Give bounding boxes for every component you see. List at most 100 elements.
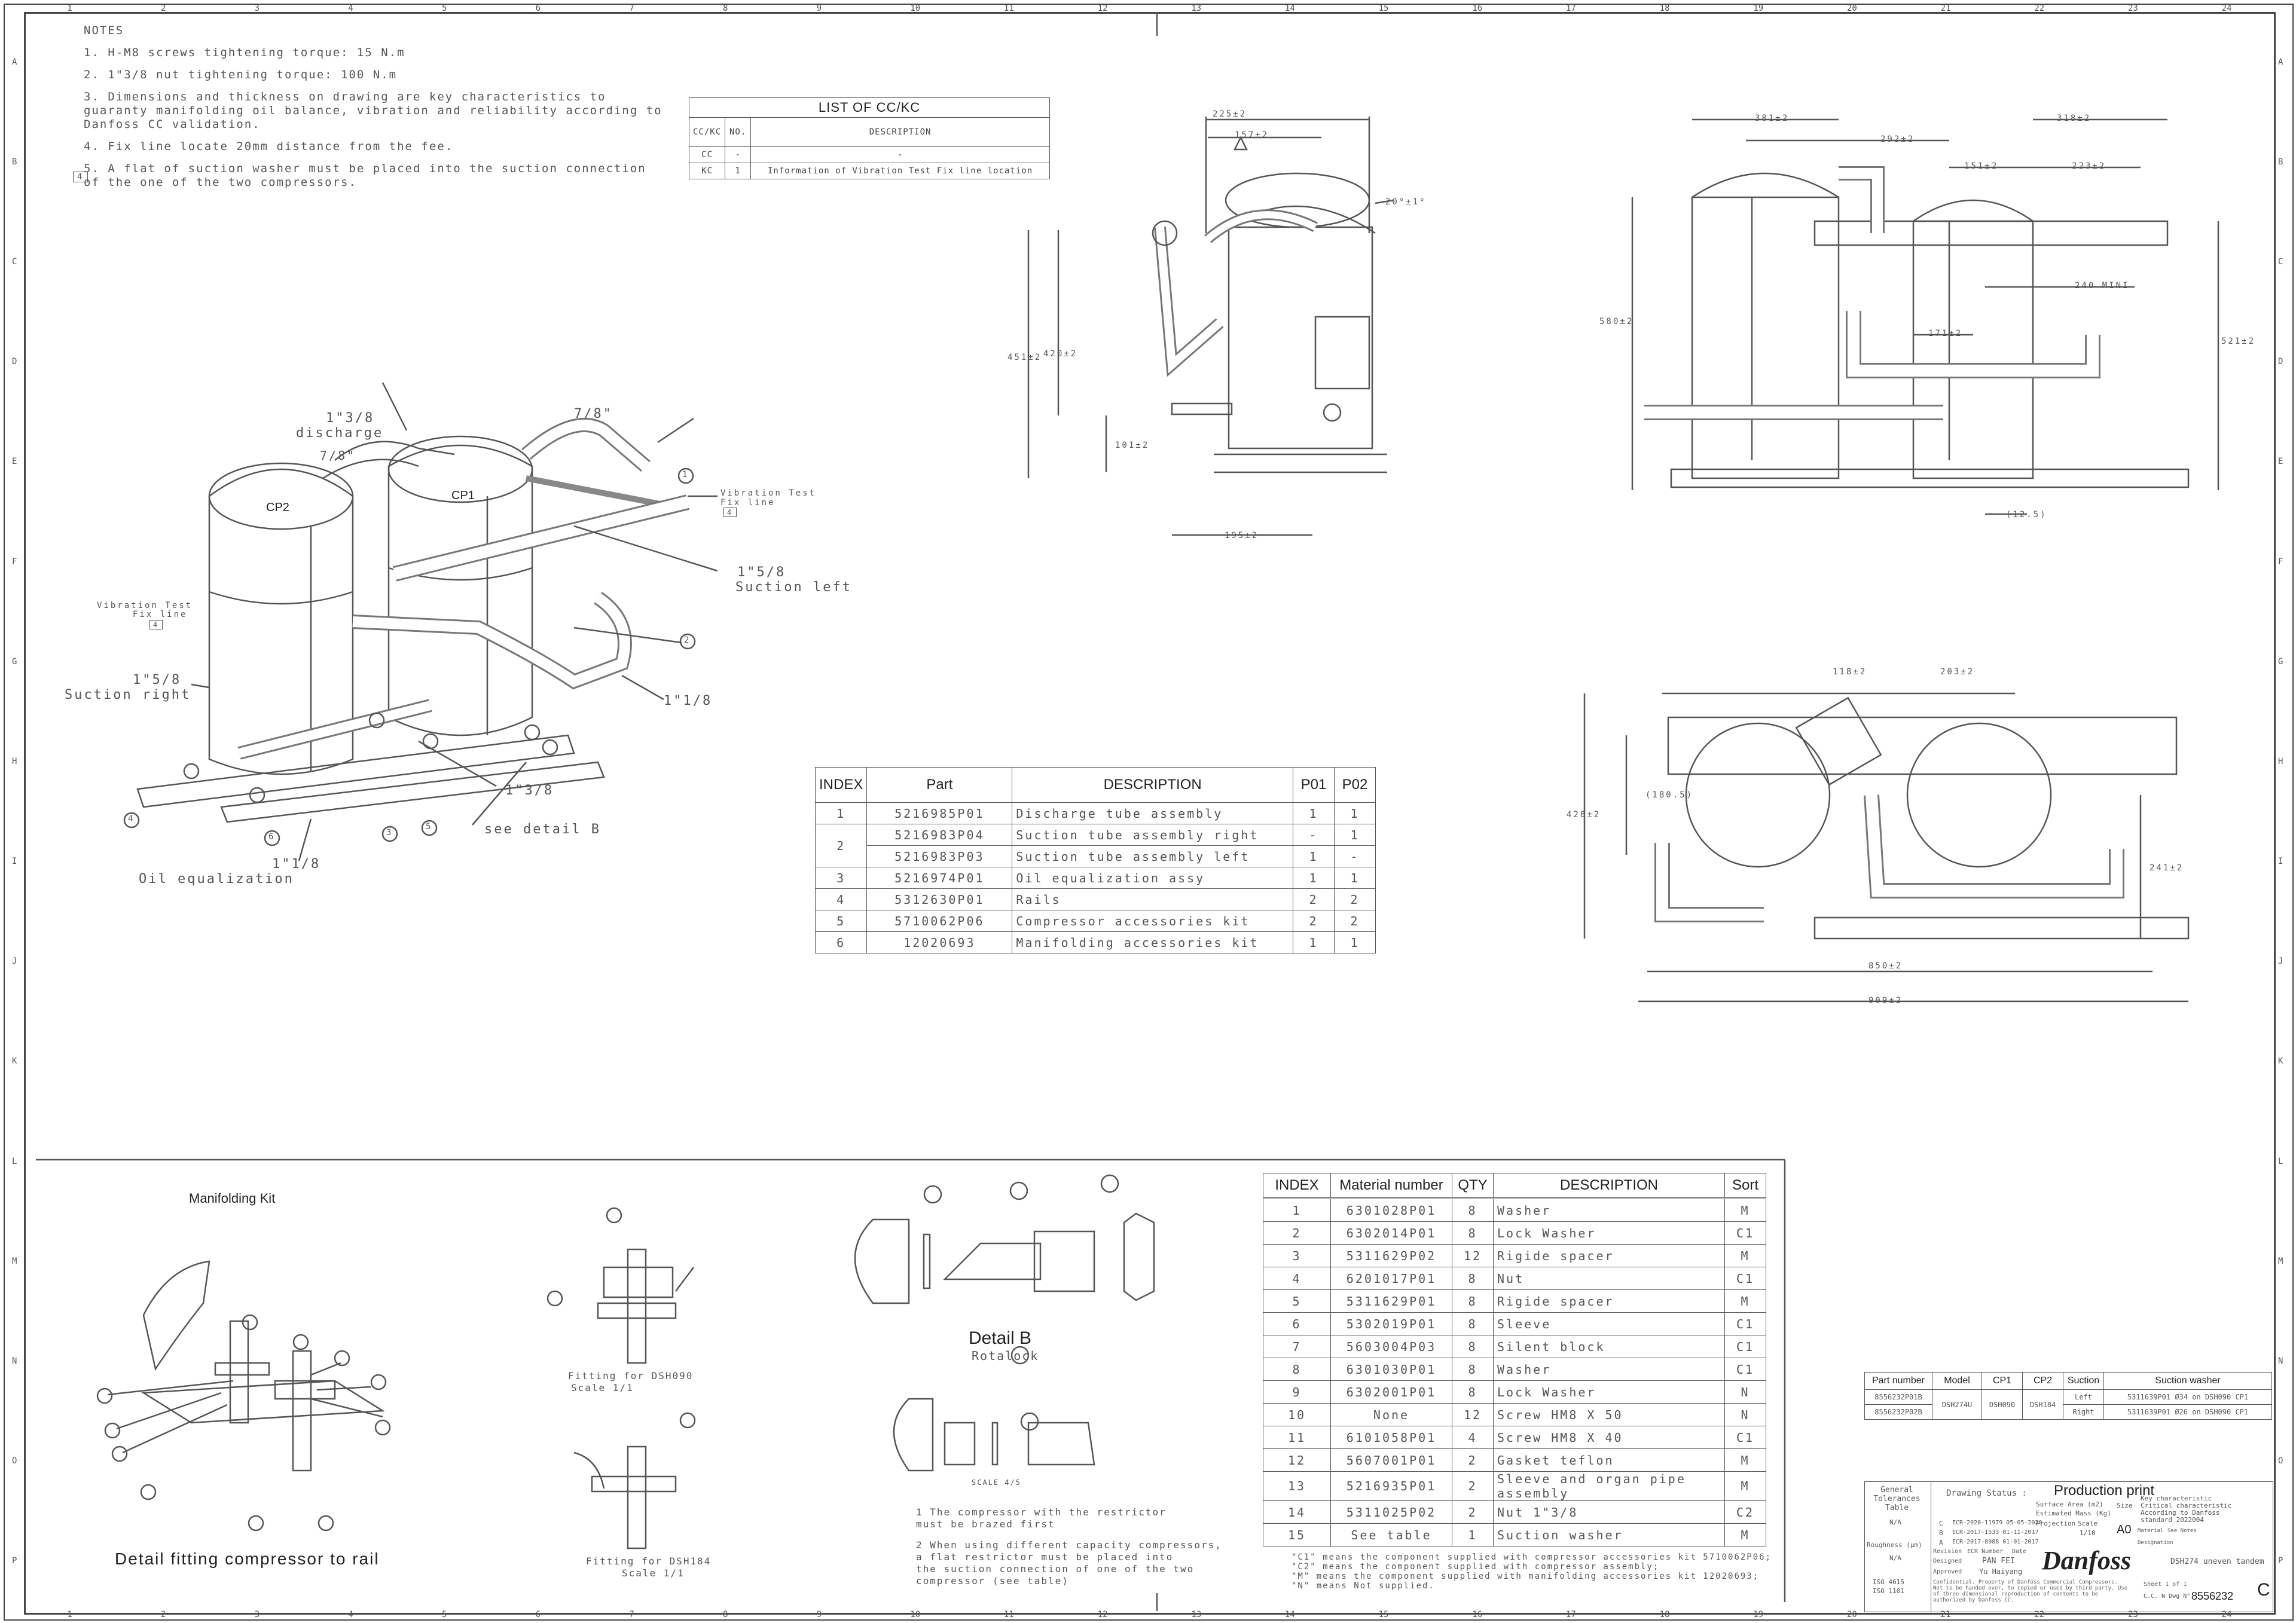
oil-right-size-label: 1"1/8 [664,693,713,708]
mat-sort: C2 [1724,1500,1766,1524]
grid-row-label: I [12,857,17,867]
parts-p02: 2 [1334,910,1376,932]
dim-101: 101±2 [1115,441,1150,450]
material-value: See Notes [2167,1528,2197,1534]
table-row: 1 5216985P01 Discharge tube assembly 1 1 [814,802,1376,824]
grid-column-label: 5 [442,1610,447,1619]
suction-right-size-label: 1"5/8 [133,673,182,687]
grid-column-label: 21 [1940,1610,1951,1619]
grid-column-label: 9 [816,1610,822,1619]
parts-index: 4 [814,888,868,910]
dim-428: 428±2 [1567,810,1601,820]
mat-sort: M [1724,1289,1766,1313]
notes-heading: NOTES [84,24,124,37]
dim-318: 318±2 [2057,114,2092,123]
mat-index: 11 [1263,1426,1331,1449]
sw-cell: Right [2063,1404,2104,1420]
balloon-5: 5 [426,822,431,832]
fitting-dsh184-label: Fitting for DSH184 [586,1555,712,1567]
note-5: 5. A flat of suction washer must be plac… [84,162,646,189]
sw-washer-header: Suction washer [2103,1372,2272,1390]
na-1: N/A [1889,1518,1901,1526]
sw-cell: DSH090 [1981,1389,2023,1420]
table-row: 8556232P02B Right 5311639P01 Ø26 on DSH0… [1864,1404,2272,1420]
parts-index: 1 [814,802,868,824]
grid-column-label: 13 [1191,4,1202,13]
parts-p02: 1 [1334,802,1376,824]
size-label: Size [2117,1502,2133,1509]
grid-column-label: 22 [2034,4,2045,13]
grid-column-label: 11 [1004,1610,1014,1619]
grid-row-label: G [2278,656,2283,667]
parts-p01: 1 [1293,845,1335,867]
mat-qty: 12 [1452,1244,1494,1267]
grid-column-label: 3 [254,4,260,13]
grid-column-label: 6 [535,4,541,13]
parts-p02: 2 [1334,888,1376,910]
grid-row-label: J [12,956,17,967]
mat-index: 13 [1263,1471,1331,1501]
mat-qty: 4 [1452,1426,1494,1449]
designation-value: DSH274 uneven tandem [2170,1557,2264,1566]
grid-column-label: 1 [67,4,72,13]
mat-qty: 8 [1452,1380,1494,1404]
sw-cell: 8556232P02B [1864,1404,1932,1420]
parts-index: 2 [814,824,868,867]
dim-171: 171±2 [1928,329,1963,338]
drawing-number-label: C.C. N Dwg N° [2144,1593,2191,1600]
grid-column-label: 1 [67,1610,72,1619]
general-tolerances: General Tolerances Table [1873,1486,1921,1512]
top-view [1583,692,2190,1002]
mat-sort: C1 [1724,1335,1766,1358]
dim-420: 420±2 [1043,349,1078,359]
dim-909: 909±2 [1868,996,1903,1005]
grid-row-label: K [2278,1056,2283,1066]
detail-b-note2-line2: a flat restrictor must be placed into [916,1551,1174,1563]
mat-qty: 8 [1452,1267,1494,1290]
front-view [1631,118,2219,515]
grid-row-label: C [2278,256,2283,267]
mat-index: 4 [1263,1267,1331,1290]
grid-column-label: 23 [2128,1610,2138,1619]
mat-description: Lock Washer [1493,1380,1725,1404]
cc-desc-header: DESCRIPTION [750,117,1050,147]
rev-b-entry: ECR-2017-1533 01-11-2017 [1952,1529,2039,1536]
parts-p01: 1 [1293,867,1335,889]
vibration-fix-line-left-1: Vibration Test [97,601,193,610]
grid-column-label: 4 [348,4,353,13]
surface-area: Surface Area (m2) [2036,1500,2103,1508]
dim-240-mini: 240 MINI [2075,281,2130,291]
vibration-marker-left: 4 [149,620,163,629]
dim-20deg: 20°±1° [1385,197,1427,207]
table-row: 4 5312630P01 Rails 2 2 [814,888,1376,910]
drawing-number: 8556232 [2191,1590,2234,1602]
vibration-fix-line-left-2: Fix line [133,610,188,619]
grid-row-label: B [12,157,17,167]
dim-225: 225±2 [1213,109,1247,119]
mat-qty: 8 [1452,1312,1494,1335]
table-row: CC - - [688,146,1050,163]
grid-row-label: P [12,1556,17,1566]
cp1-label: CP1 [451,489,475,502]
grid-row-label: G [12,656,17,667]
sw-cell: DSH274U [1932,1389,1982,1420]
mat-number: 6301030P01 [1330,1358,1452,1381]
mat-index: 1 [1263,1199,1331,1222]
mat-sort: C1 [1724,1426,1766,1449]
rev-letter-a: A [1939,1539,1943,1546]
grid-column-label: 8 [723,4,728,13]
mat-index: 9 [1263,1380,1331,1404]
suction-washer-table: Part number Model CP1 CP2 Suction Suctio… [1864,1372,2272,1420]
fitting-dsh184-scale: Scale 1/1 [622,1567,685,1579]
tol-box [1864,1481,1931,1612]
mat-index: 12 [1263,1448,1331,1472]
table-row: KC 1 Information of Vibration Test Fix l… [688,163,1050,179]
dim-850: 850±2 [1868,961,1903,971]
mat-description: Washer [1493,1358,1725,1381]
material-label: Material [2138,1528,2164,1534]
grid-row-label: E [2278,457,2283,467]
drawing-status-label: Drawing Status : [1946,1488,2027,1498]
